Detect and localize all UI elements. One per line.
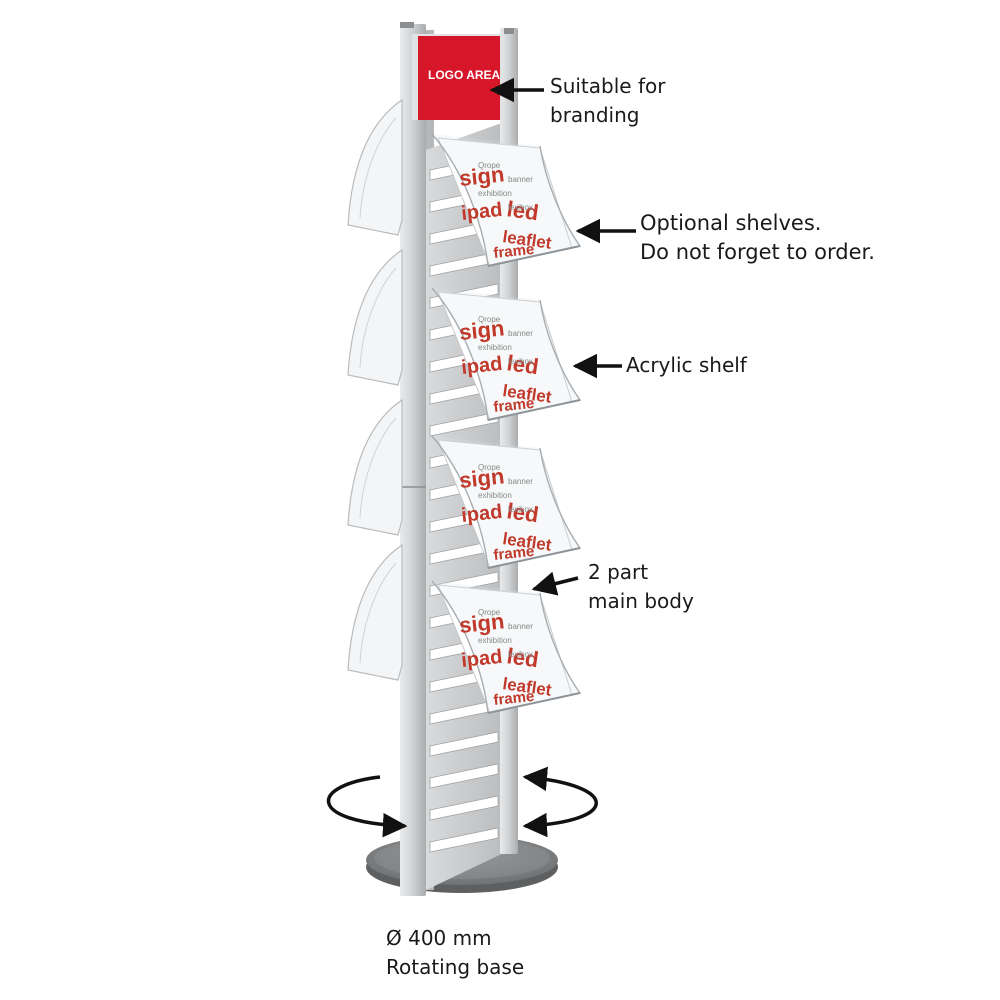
shelf-print-word: frame — [493, 543, 535, 564]
shelf-print-word: banner — [508, 329, 533, 338]
shelf-print-word: Qrope — [478, 463, 501, 472]
shelf-print-word: sign — [458, 315, 506, 345]
acrylic-shelf: signledipadleafletframeQropebannerexhibi… — [431, 133, 582, 267]
callout-arrows — [489, 77, 636, 596]
branding-callout: Suitable for branding — [550, 72, 665, 130]
shelf-print-word: frame — [493, 241, 535, 262]
shelf-print-word: led — [505, 350, 540, 379]
shelf-print-word: Qrope — [478, 315, 501, 324]
callout-line: Optional shelves. — [640, 211, 822, 235]
panel-slot — [429, 795, 499, 821]
panel-slot — [429, 827, 499, 853]
callout-line: branding — [550, 103, 640, 127]
base-callout: Ø 400 mm Rotating base — [386, 924, 524, 982]
shelf-print-word: ipad — [460, 501, 503, 527]
shelf-print-word: Qrope — [478, 161, 501, 170]
logo-area-text: LOGO AREA — [428, 68, 501, 82]
shelf-print-word: led — [505, 643, 540, 672]
acrylic-shelf-callout: Acrylic shelf — [626, 351, 747, 380]
acrylic-shelf: signledipadleafletframeQropebannerexhibi… — [431, 580, 582, 714]
callout-line: Suitable for — [550, 74, 666, 98]
shelf-print-word: lexibox — [508, 203, 533, 212]
shelf-print-word: frame — [493, 395, 535, 416]
shelf-print-word: lexibox — [508, 505, 533, 514]
shelf-print-word: frame — [493, 688, 535, 709]
panel-slot — [429, 731, 499, 757]
shelf-print-word: led — [505, 196, 540, 225]
main-body-callout: 2 part main body — [588, 558, 694, 616]
shelf-print-word: ipad — [460, 646, 503, 672]
optional-shelves-callout: Optional shelves. Do not forget to order… — [640, 209, 875, 267]
acrylic-shelf: signledipadleafletframeQropebannerexhibi… — [431, 287, 582, 421]
callout-line: Ø 400 mm — [386, 926, 492, 950]
shelf-print-word: banner — [508, 477, 533, 486]
shelf-print-word: exhibition — [478, 343, 512, 352]
shelf-print-word: banner — [508, 175, 533, 184]
panel-slot — [429, 763, 499, 789]
shelf-print-word: lexibox — [508, 357, 533, 366]
shelf-print-word: Qrope — [478, 608, 501, 617]
shelf-print-word: exhibition — [478, 189, 512, 198]
shelf-print-word: exhibition — [478, 636, 512, 645]
rotation-arrows — [326, 766, 598, 838]
shelf-print-word: ipad — [460, 199, 503, 225]
back-shelf — [347, 98, 403, 236]
shelf-print-word: led — [505, 498, 540, 527]
callout-line: 2 part — [588, 560, 649, 584]
callout-line: Do not forget to order. — [640, 240, 875, 264]
panel-slot — [429, 411, 499, 437]
shelf-print-word: sign — [458, 608, 506, 638]
acrylic-shelf: signledipadleafletframeQropebannerexhibi… — [431, 435, 582, 569]
shelf-print-word: exhibition — [478, 491, 512, 500]
logo-board — [412, 34, 504, 120]
shelf-print-word: sign — [458, 161, 506, 191]
back-shelves — [347, 98, 403, 681]
front-shelves: signledipadleafletframeQropebannerexhibi… — [431, 133, 582, 714]
callout-line: main body — [588, 589, 694, 613]
shelf-print-word: ipad — [460, 353, 503, 379]
back-shelf — [347, 248, 403, 386]
back-shelf — [347, 398, 403, 536]
callout-line: Rotating base — [386, 955, 525, 979]
shelf-print-word: lexibox — [508, 650, 533, 659]
back-shelf — [347, 543, 403, 681]
shelf-print-word: banner — [508, 622, 533, 631]
callout-line: Acrylic shelf — [626, 353, 747, 377]
shelf-print-word: sign — [458, 463, 506, 493]
